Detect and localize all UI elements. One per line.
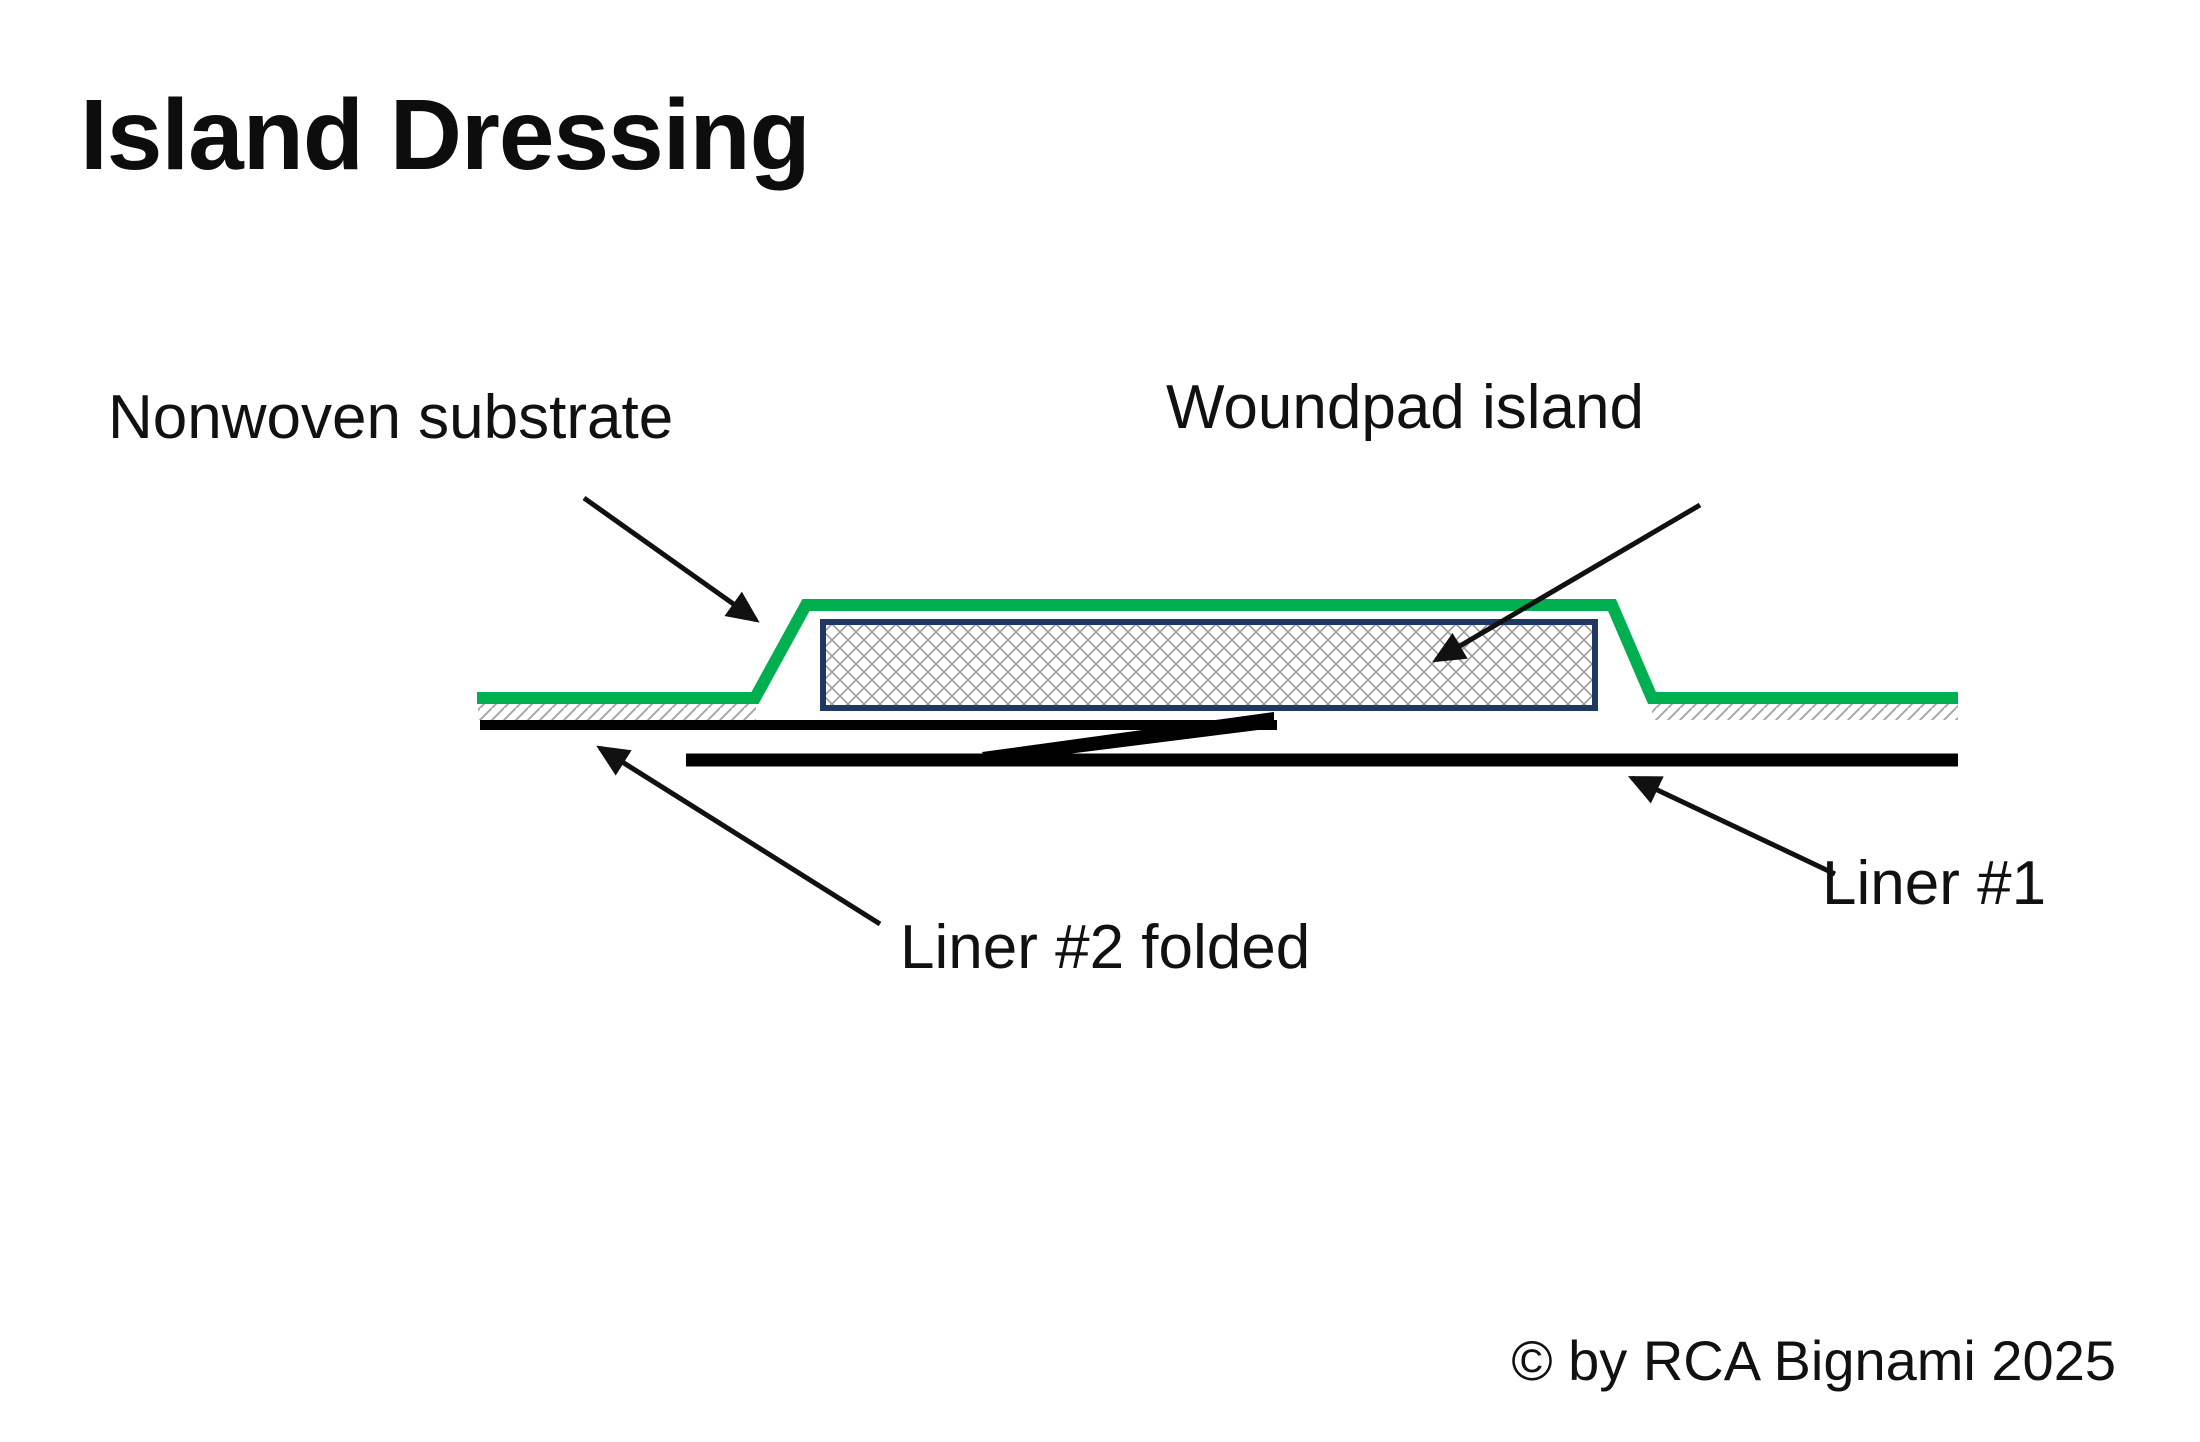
woundpad-island-arrow: [1432, 502, 1702, 663]
label-liner1: Liner #1: [1822, 849, 2047, 918]
label-woundpad-island: Woundpad island: [1166, 373, 1644, 442]
liner2-arrow: [596, 745, 882, 927]
label-nonwoven-substrate: Nonwoven substrate: [108, 383, 674, 452]
label-liner2-folded: Liner #2 folded: [900, 913, 1311, 982]
copyright: © by RCA Bignami 2025: [1511, 1329, 2116, 1392]
right-adhesive-hatch: [1652, 700, 1958, 720]
left-adhesive-hatch: [478, 700, 756, 720]
nonwoven-substrate-arrow: [582, 495, 760, 623]
page-title: Island Dressing: [80, 79, 811, 191]
liner2-fold: [982, 712, 1274, 764]
liner1-arrow: [1627, 775, 1837, 877]
nonwoven-substrate-layer: [477, 599, 1958, 704]
